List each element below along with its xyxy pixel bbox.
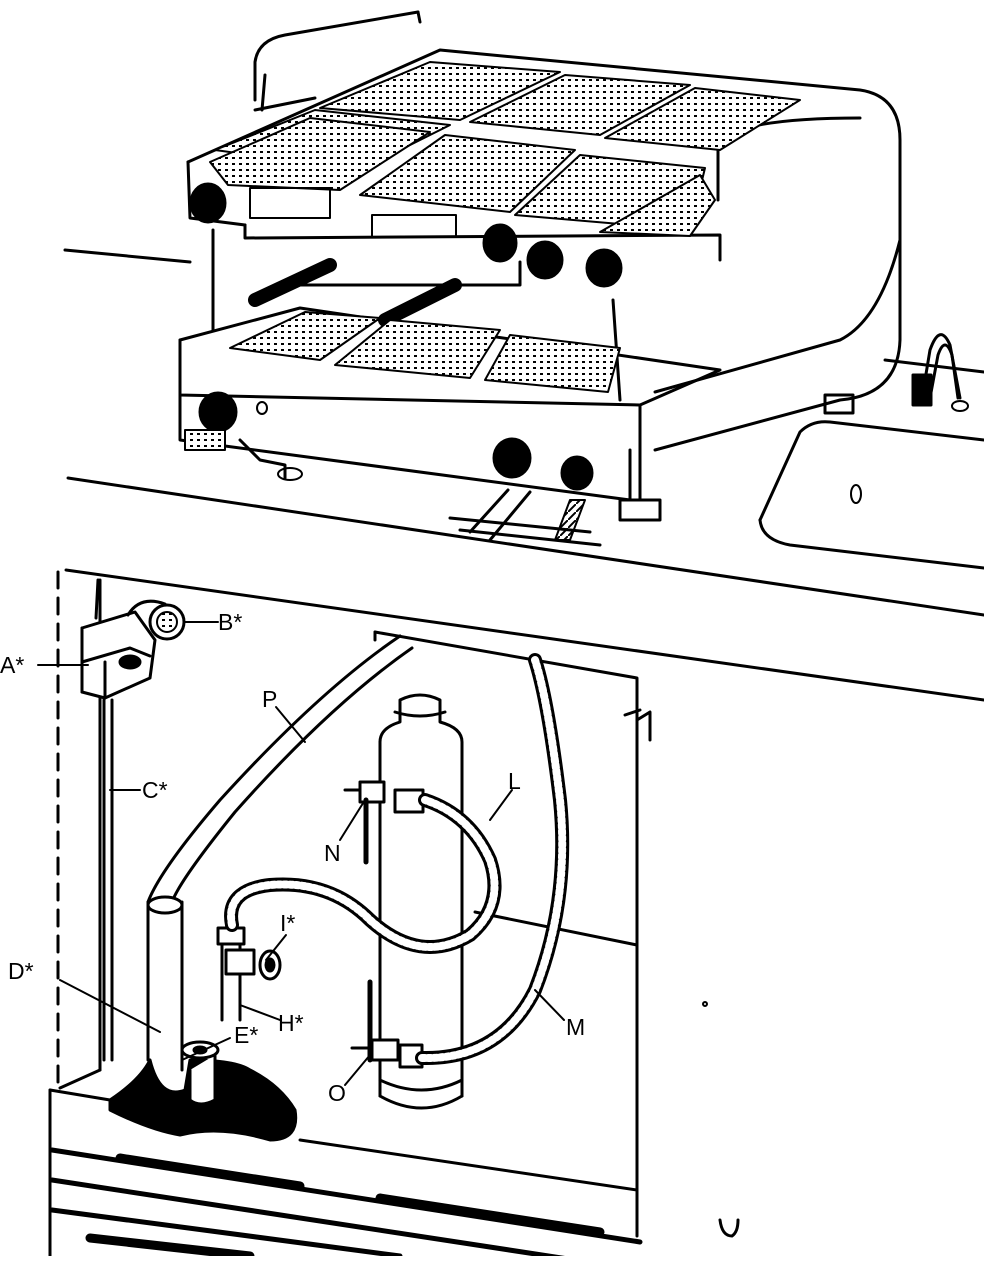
counter-hoses [448, 488, 602, 547]
cabinet [48, 570, 740, 1261]
hose-m [415, 653, 570, 1066]
label-i: I* [280, 910, 296, 936]
label-c: C* [142, 777, 168, 803]
label-b: B* [218, 609, 243, 635]
leader-lines [37, 621, 565, 1086]
label-h: H* [278, 1010, 304, 1036]
supply-valve [216, 926, 282, 1022]
counter-top [63, 248, 984, 702]
faucet [911, 333, 969, 412]
label-o: O [328, 1080, 346, 1106]
floor-drain [108, 1040, 298, 1142]
espresso-machine [178, 10, 902, 522]
label-e: E* [234, 1022, 259, 1048]
drain-tube [146, 634, 414, 1072]
hose-l [224, 793, 502, 954]
label-d: D* [8, 958, 34, 984]
water-softener [343, 693, 464, 1110]
electric-switch [80, 578, 186, 1062]
label-p: P [262, 686, 278, 712]
label-m: M [566, 1014, 586, 1040]
label-n: N [324, 840, 341, 866]
label-l: L [508, 768, 521, 794]
label-a: A* [0, 652, 25, 678]
